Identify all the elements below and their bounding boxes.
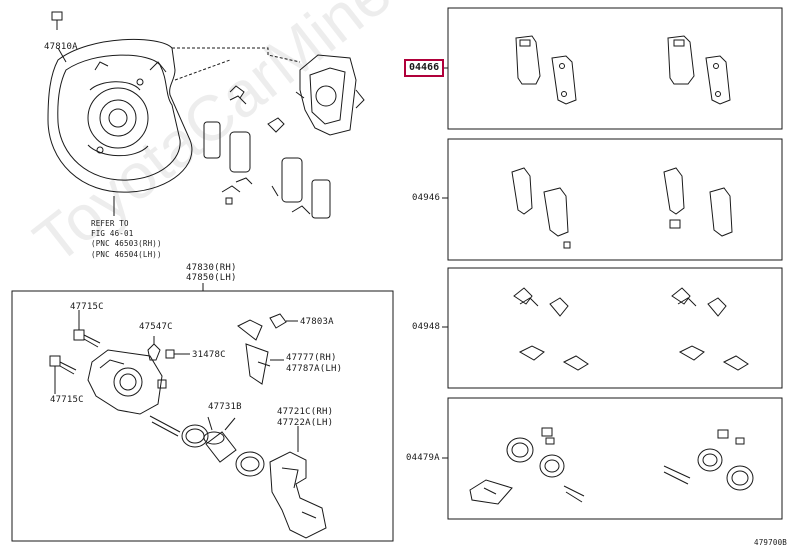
- kit-box-04466: [447, 7, 783, 130]
- kit-04479a-parts: [469, 427, 754, 505]
- caliper-assembly-parts: [49, 310, 327, 539]
- pads-center: [203, 85, 331, 219]
- part-label-04946[interactable]: 04946: [412, 193, 441, 203]
- part-label-47715c-bottom[interactable]: 47715C: [50, 395, 84, 405]
- pnc-rh-label: (PNC 46503(RH)): [91, 239, 162, 248]
- part-label-47721c[interactable]: 47721C(RH): [277, 407, 334, 417]
- part-label-31478c[interactable]: 31478C: [192, 350, 226, 360]
- refer-to-label: REFER TO: [91, 219, 129, 228]
- part-label-47731b[interactable]: 47731B: [208, 402, 242, 412]
- part-label-47722a[interactable]: 47722A(LH): [277, 418, 334, 428]
- part-label-47810a[interactable]: 47810A: [44, 42, 78, 52]
- pnc-lh-label: (PNC 46504(LH)): [91, 250, 162, 259]
- figure-code: 479700B: [754, 538, 788, 547]
- bolt-47810a: [51, 11, 63, 30]
- part-label-47547c[interactable]: 47547C: [139, 322, 173, 332]
- kit-box-04946: [447, 138, 783, 261]
- part-label-04466-highlighted[interactable]: 04466: [404, 59, 445, 77]
- caliper-top: [295, 54, 365, 136]
- part-label-47830[interactable]: 47830(RH): [186, 263, 237, 273]
- part-label-47715c-top[interactable]: 47715C: [70, 302, 104, 312]
- backing-plate: [47, 38, 193, 193]
- fig-reference-link[interactable]: FIG 46-01: [91, 229, 134, 238]
- kit-box-04948: [447, 267, 783, 389]
- kit-04466-parts: [515, 35, 731, 105]
- part-label-47803a[interactable]: 47803A: [300, 317, 334, 327]
- part-label-47777[interactable]: 47777(RH): [286, 353, 337, 363]
- part-label-47850[interactable]: 47850(LH): [186, 273, 237, 283]
- part-label-04948[interactable]: 04948: [412, 322, 441, 332]
- part-label-47787a[interactable]: 47787A(LH): [286, 364, 343, 374]
- kit-box-04479a: [447, 397, 783, 520]
- kit-04946-parts: [511, 167, 733, 249]
- kit-04948-parts: [513, 287, 749, 371]
- part-label-04479a[interactable]: 04479A: [406, 453, 440, 463]
- caliper-assembly-box: [11, 290, 394, 542]
